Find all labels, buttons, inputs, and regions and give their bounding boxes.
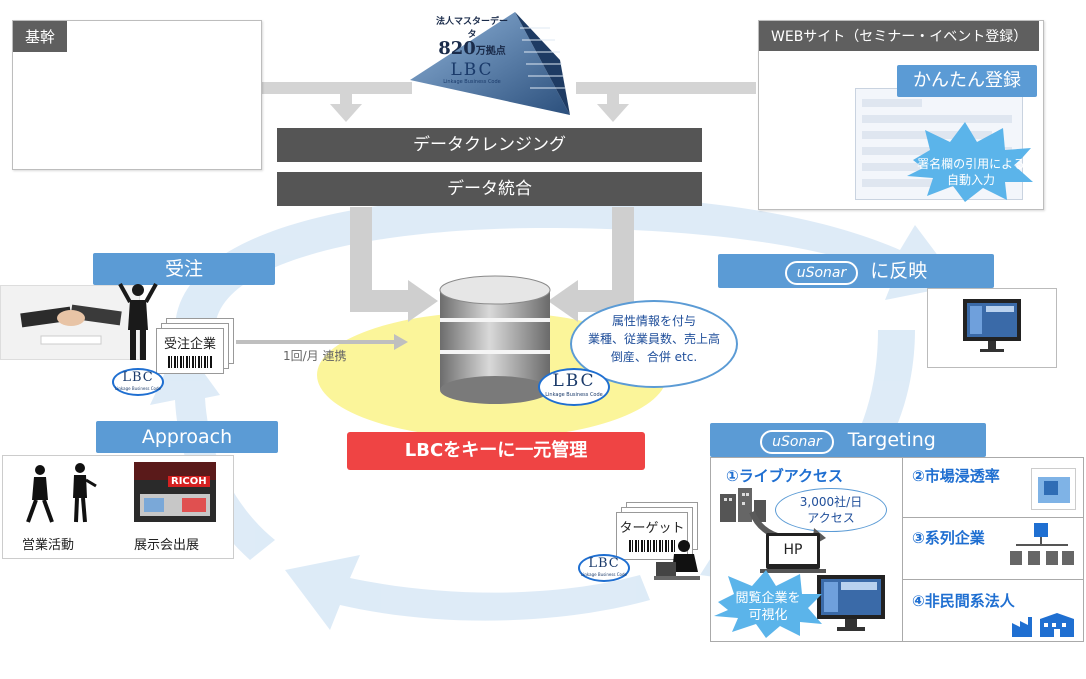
affiliates-title: ③系列企業 <box>912 529 985 547</box>
customer-db-label: 既存顧客 DB <box>146 99 207 137</box>
exhibition-booth-image: RICOH <box>134 462 216 522</box>
sales-activity-text: 営業活動 <box>22 538 75 553</box>
laptop-user-icon <box>654 540 700 580</box>
reflect-screen-frame <box>927 288 1057 368</box>
core-system-panel: 基幹 <box>12 20 262 170</box>
data-integration-bar: データ統合 <box>277 172 702 206</box>
barcode-icon-target <box>629 540 675 552</box>
targeting-divider-h2 <box>902 579 1084 580</box>
monitor-icon <box>963 299 1021 352</box>
burst-shape <box>907 122 1033 202</box>
usonar-logo: uSonar <box>784 261 859 285</box>
lbc-logo-central: LBC Linkage Business Code <box>538 368 610 406</box>
lbc-logo-order: LBC Linkage Business Code <box>112 368 164 396</box>
lbc-logo-target: LBC Linkage Business Code <box>578 554 630 582</box>
nonprivate-title: ④非民間系法人 <box>912 592 1015 610</box>
org-chart-icon <box>1010 523 1074 565</box>
approach-label: Approach <box>96 421 278 453</box>
top-connectors <box>262 82 756 122</box>
lbc-pyramid-icon <box>410 12 570 115</box>
market-penetration-title: ②市場浸透率 <box>912 467 1000 485</box>
visualize-text: 閲覧企業を 可視化 <box>735 591 801 623</box>
signature-auto-text: 署名欄の引用による 自動入力 <box>917 157 1025 187</box>
easy-register-label: かんたん登録 <box>897 65 1037 97</box>
market-chart-thumbnail <box>1031 468 1076 510</box>
factory-school-icon <box>1012 613 1074 637</box>
link-arrow <box>236 334 408 350</box>
targeting-divider-v <box>902 457 903 642</box>
targeting-divider-h1 <box>902 517 1084 518</box>
data-cleansing-bar: データクレンジング <box>277 128 702 162</box>
core-system-title: 基幹 <box>13 21 68 52</box>
buildings-icon <box>720 488 766 522</box>
usonar-logo-targeting: uSonar <box>760 430 834 454</box>
celebrating-person-icon <box>118 283 158 360</box>
order-company-card: 受注企業 <box>156 328 224 374</box>
hp-laptop: HP <box>760 533 826 573</box>
order-label: 受注 <box>93 253 275 285</box>
access-count-bubble: 3,000社/日 アクセス <box>775 488 887 532</box>
barcode-icon <box>168 356 212 368</box>
live-access-title: ①ライブアクセス <box>726 467 843 485</box>
handshake-image <box>0 285 140 360</box>
target-card: ターゲット <box>616 512 688 560</box>
sales-people-icon <box>26 463 97 523</box>
central-db-icon <box>439 275 551 404</box>
handshake-icon <box>20 304 122 345</box>
central-management-label: LBCをキーに一元管理 <box>347 432 645 470</box>
exhibition-text: 展示会出展 <box>134 538 200 553</box>
website-title: WEBサイト（セミナー・イベント登録） <box>759 21 1040 51</box>
pyramid-caption: 法人マスターデータ 820万拠点 LBC Linkage Business Co… <box>435 17 508 85</box>
visualize-burst <box>714 570 822 638</box>
monthly-link-text: 1回/月 連携 <box>283 349 347 363</box>
visualize-monitor-icon <box>817 575 885 631</box>
applicant-db-label: 申込者 DB <box>805 109 851 147</box>
